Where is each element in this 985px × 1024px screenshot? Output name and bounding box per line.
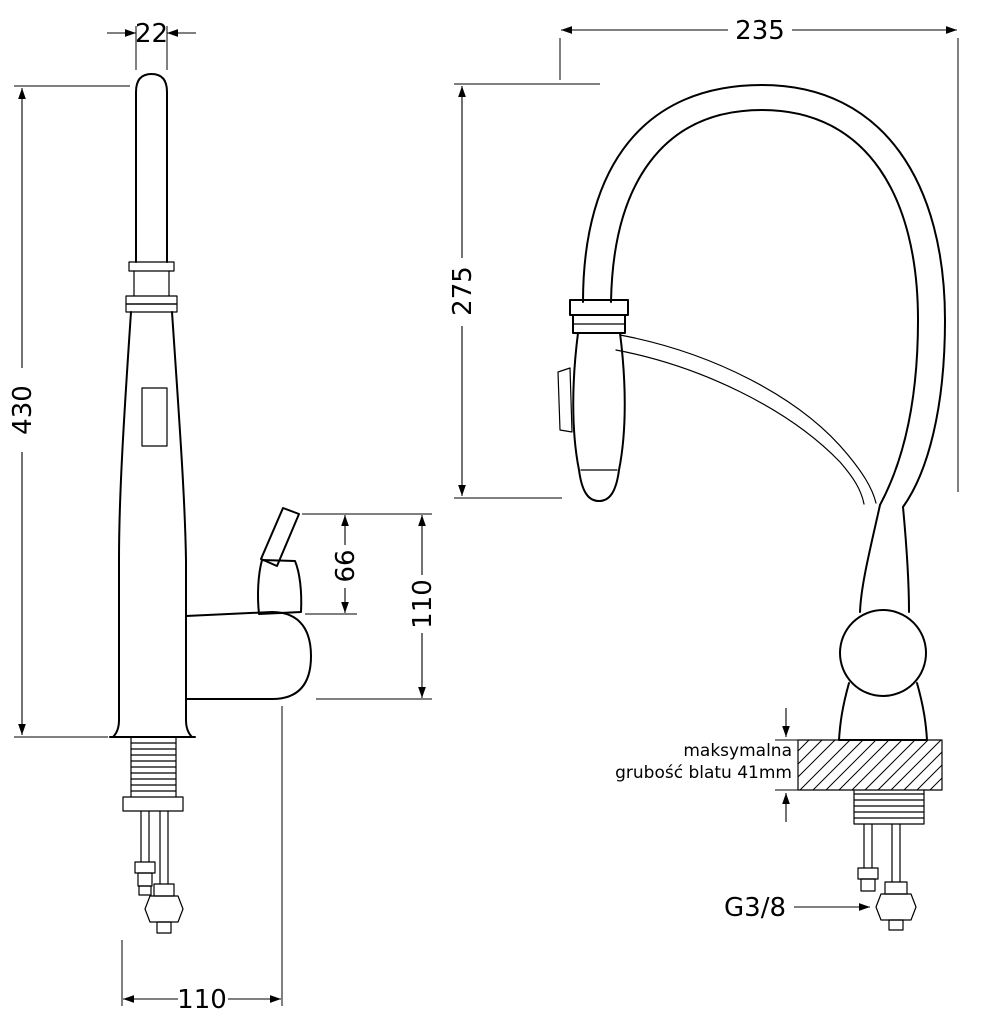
spray-hose-arc — [582, 84, 946, 508]
handle-housing — [185, 611, 312, 700]
handle-lever — [260, 507, 300, 567]
dim-spout-reach: 235 — [559, 16, 959, 492]
faucet-base — [838, 682, 928, 741]
dim-label-spout-reach: 235 — [735, 16, 785, 46]
inner-hose — [615, 334, 877, 505]
shank-thread — [853, 789, 925, 825]
spout-tube — [135, 73, 168, 263]
faucet-column — [859, 504, 910, 613]
logo-plate — [141, 387, 168, 447]
countertop-hatching — [797, 739, 943, 791]
mounting-thread — [122, 736, 184, 812]
dim-base-depth: 110 — [121, 706, 283, 1015]
ball-joint — [839, 609, 927, 697]
spray-head-clip — [557, 367, 573, 433]
dim-label-handle-total-height: 110 — [408, 579, 438, 629]
faucet-body — [109, 311, 196, 738]
countertop-slab — [775, 739, 943, 791]
spray-head — [557, 299, 629, 502]
dim-label-spout-diameter: 22 — [135, 19, 168, 49]
thread-size-callout: G3/8 — [724, 893, 870, 923]
dim-spout-height: 275 — [448, 83, 600, 499]
dim-handle-total-height: 110 — [316, 515, 438, 700]
left-view: 22 430 66 110 110 — [8, 19, 438, 1015]
mounting-flange — [122, 796, 184, 812]
spout-coupling — [125, 261, 178, 313]
dim-label-handle-height: 66 — [331, 549, 361, 582]
dim-spout-diameter: 22 — [107, 19, 196, 70]
countertop-note-line2: grubość blatu 41mm — [615, 763, 792, 783]
hex-nut-right — [875, 893, 917, 921]
dim-label-spout-height: 275 — [448, 266, 478, 316]
dim-label-base-depth: 110 — [177, 985, 227, 1015]
supply-connectors — [134, 810, 184, 934]
supply-connectors-right — [857, 823, 917, 931]
hex-nut — [144, 895, 184, 923]
right-view: maksymalna grubość blatu 41mm 235 — [448, 16, 959, 931]
dim-overall-height: 430 — [8, 85, 130, 738]
thread-size-label: G3/8 — [724, 893, 786, 923]
handle-joint — [257, 559, 303, 615]
countertop-note: maksymalna grubość blatu 41mm — [615, 741, 792, 783]
dim-label-overall-height: 430 — [8, 385, 38, 435]
dim-handle-height: 66 — [302, 513, 432, 615]
countertop-note-line1: maksymalna — [683, 741, 792, 761]
